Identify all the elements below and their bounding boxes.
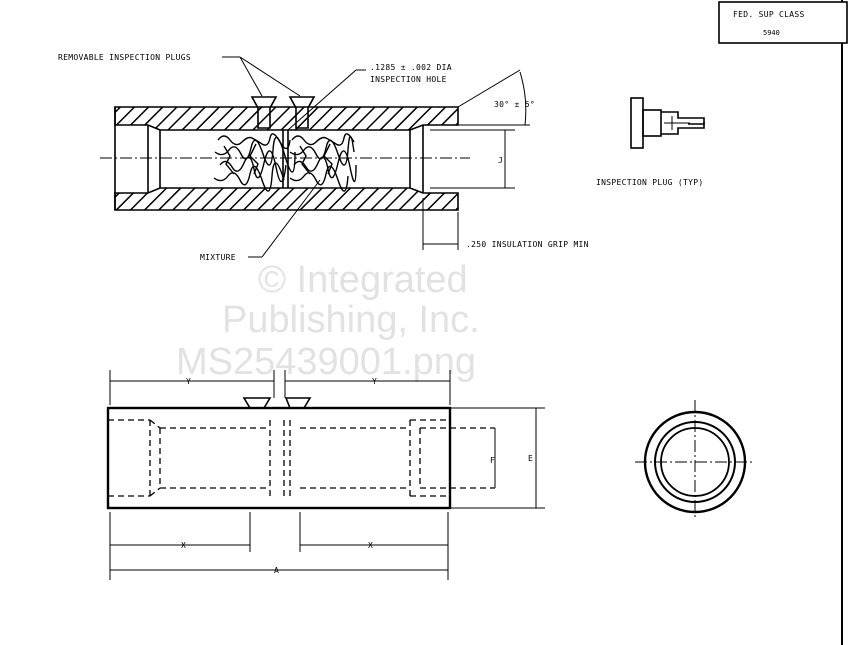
label-mixture: MIXTURE bbox=[200, 253, 236, 262]
watermark: © Integrated Publishing, Inc. MS25439001… bbox=[176, 259, 480, 383]
label-dim-x-left: X bbox=[181, 541, 186, 550]
plug-left-section bbox=[250, 96, 278, 129]
mixture-fill bbox=[213, 133, 357, 192]
label-dim-y-left: Y bbox=[186, 377, 191, 386]
watermark-line1: © Integrated bbox=[258, 259, 468, 301]
label-dim-j: J bbox=[498, 156, 503, 165]
watermark-line3: MS25439001.png bbox=[176, 341, 476, 383]
title-block-number: 5940 bbox=[763, 29, 780, 37]
label-dim-f: F bbox=[490, 456, 495, 465]
title-block-class: FED. SUP CLASS bbox=[733, 10, 805, 19]
label-dim-e: E bbox=[528, 454, 533, 463]
plug-left-side bbox=[242, 397, 272, 409]
label-inspection-hole: INSPECTION HOLE bbox=[370, 75, 447, 84]
label-angle: 30° ± 5° bbox=[494, 100, 535, 109]
section-view: REMOVABLE INSPECTION PLUGS .1285 ± .002 … bbox=[58, 53, 589, 262]
title-block: FED. SUP CLASS 5940 bbox=[718, 1, 848, 44]
label-hole-dia: .1285 ± .002 DIA bbox=[370, 63, 452, 72]
label-inspection-plug: INSPECTION PLUG (TYP) bbox=[596, 178, 703, 187]
plug-right-side bbox=[284, 397, 312, 409]
inspection-plug-detail: INSPECTION PLUG (TYP) bbox=[596, 97, 705, 187]
label-dim-x-right: X bbox=[368, 541, 373, 550]
label-dim-y-right: Y bbox=[372, 377, 377, 386]
label-dim-a: A bbox=[274, 566, 279, 575]
watermark-line2: Publishing, Inc. bbox=[222, 299, 480, 341]
plug-right-section bbox=[288, 96, 316, 129]
end-view bbox=[635, 400, 755, 520]
label-removable-plugs: REMOVABLE INSPECTION PLUGS bbox=[58, 53, 191, 62]
side-view: Y Y F E X X A bbox=[106, 370, 545, 580]
label-insulation-grip: .250 INSULATION GRIP MIN bbox=[466, 240, 589, 249]
